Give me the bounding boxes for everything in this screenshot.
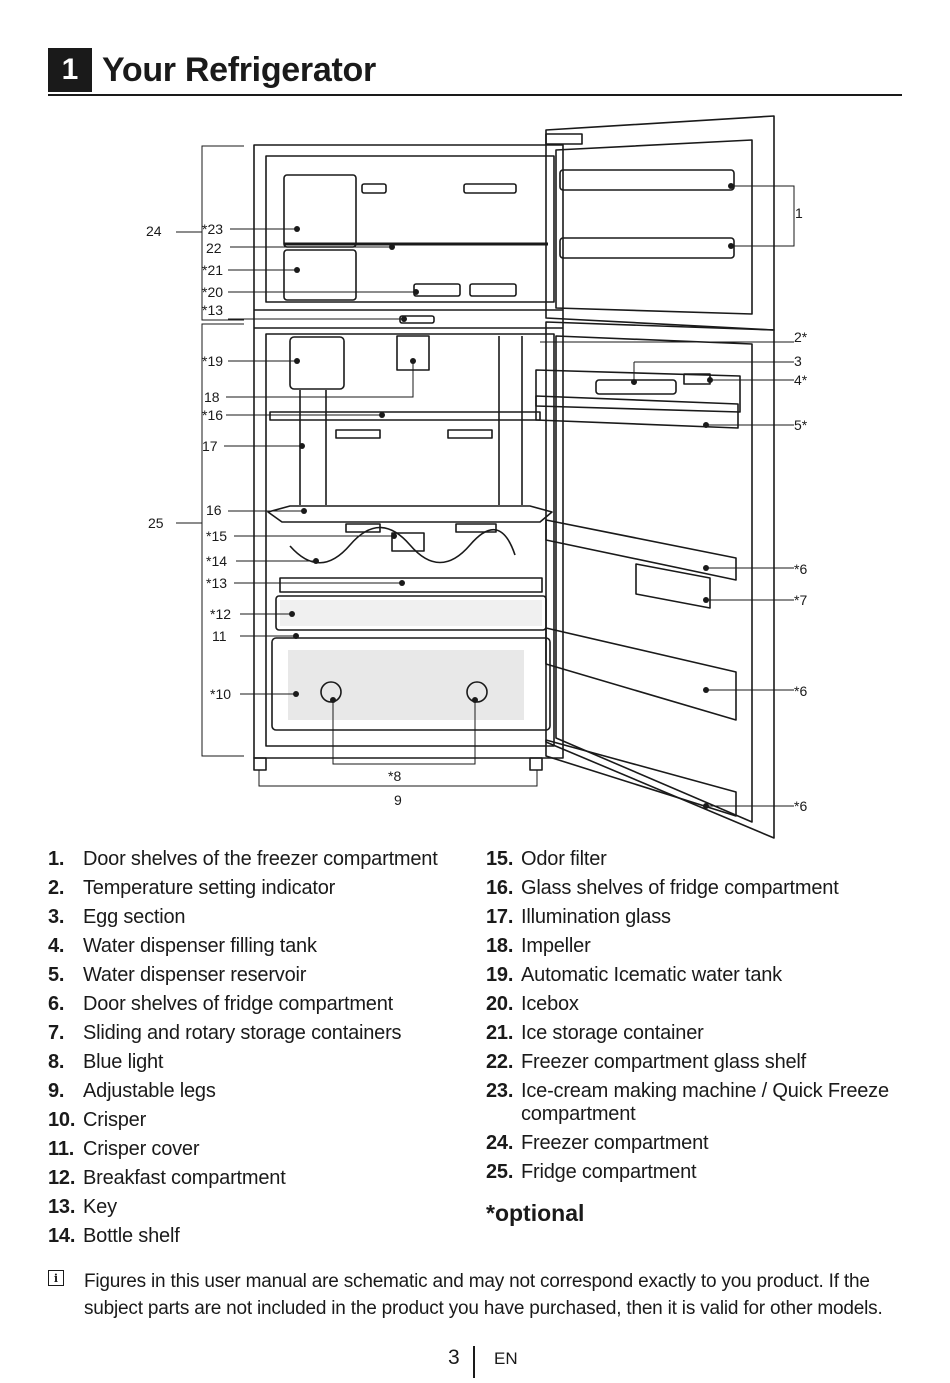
legend-item: 25.Fridge compartment [486,1161,697,1183]
language-code: EN [494,1349,518,1368]
callout-18: 18 [204,389,220,405]
parts-legend-right: 15.Odor filter 16.Glass shelves of fridg… [486,848,916,1190]
legend-item: 15.Odor filter [486,848,607,870]
legend-item: 22.Freezer compartment glass shelf [486,1051,807,1073]
legend-item: 23.Ice-cream making machine / Quick Free… [486,1080,889,1125]
info-icon: i [48,1270,64,1286]
water-reservoir [535,369,741,413]
fridge-door [545,321,775,839]
legend-item: 20.Icebox [486,993,579,1015]
legend-item: 11.Crisper cover [48,1138,200,1160]
page-number: 3 [448,1346,460,1369]
callout-3: 3 [794,353,802,369]
legend-item: 13.Key [48,1196,117,1218]
refrigerator-illustration: 24 *23 22 *21 *20 *13 *19 18 *16 17 25 1… [146,115,808,839]
legend-item: 19.Automatic Icematic water tank [486,964,782,986]
refrigerator-diagram: 24 *23 22 *21 *20 *13 *19 18 *16 17 25 1… [146,115,808,839]
callout-25: 25 [148,515,164,531]
legend-item: 16.Glass shelves of fridge compartment [486,877,839,899]
bottle-shelf-wire [289,526,516,564]
callout-16-top: *16 [202,407,223,423]
callout-24: 24 [146,223,162,239]
callout-16: 16 [206,502,222,518]
door-shelf-1 [545,519,737,581]
legend-item: 10.Crisper [48,1109,147,1131]
callout-17: 17 [202,438,218,454]
legend-item: 24.Freezer compartment [486,1132,709,1154]
door-shelf-2 [545,627,737,721]
callout-19: *19 [202,353,223,369]
cabinet-outline [253,144,564,759]
crisper-drawer [271,637,551,731]
parts-legend-left: 1.Door shelves of the freezer compartmen… [48,848,468,1254]
note-text: Figures in this user manual are schemati… [84,1271,883,1319]
legend-item: 1.Door shelves of the freezer compartmen… [48,848,438,870]
callout-10: *10 [210,686,231,702]
callout-1: 1 [795,205,803,221]
door-shelf-3 [545,739,737,817]
page-footer: 3 EN [0,1346,950,1378]
optional-note: *optional [486,1200,585,1226]
chapter-title: Your Refrigerator [102,51,376,89]
glass-shelf-top [269,411,541,421]
callout-22: 22 [206,240,222,256]
icecream-machine [283,174,357,248]
callout-13-fridge: *13 [206,575,227,591]
callout-8: *8 [388,768,401,784]
callout-20: *20 [202,284,223,300]
callout-2: 2* [794,329,808,345]
legend-item: 18.Impeller [486,935,591,957]
callout-6-bottom: *6 [794,798,807,814]
crisper-cover [279,577,543,593]
footer-divider [473,1346,475,1378]
chapter-number-badge: 1 [48,48,92,92]
callout-6-middle: *6 [794,683,807,699]
callout-5: 5* [794,417,808,433]
legend-item: 7.Sliding and rotary storage containers [48,1022,402,1044]
callout-14: *14 [206,553,227,569]
callout-4: 4* [794,372,808,388]
callout-7: *7 [794,592,807,608]
legend-item: 21.Ice storage container [486,1022,704,1044]
legend-item: 12.Breakfast compartment [48,1167,286,1189]
callout-13-freezer: *13 [202,302,223,318]
glass-shelf-middle [267,505,553,523]
legend-item: 3.Egg section [48,906,186,928]
callout-21: *21 [202,262,223,278]
legend-item: 5.Water dispenser reservoir [48,964,307,986]
callout-11: 11 [212,628,227,644]
ice-storage-container [283,249,357,301]
legend-item: 6.Door shelves of fridge compartment [48,993,394,1015]
callout-9: 9 [394,792,402,808]
icematic-water-tank [289,336,345,390]
callout-23: *23 [202,221,223,237]
callout-12: *12 [210,606,231,622]
legend-item: 4.Water dispenser filling tank [48,935,317,957]
callout-15: *15 [206,528,227,544]
chapter-header: 1 Your Refrigerator [48,46,902,96]
legend-item: 2.Temperature setting indicator [48,877,336,899]
legend-item: 9.Adjustable legs [48,1080,216,1102]
callout-6-top: *6 [794,561,807,577]
legend-item: 8.Blue light [48,1051,164,1073]
sliding-container [635,563,711,609]
legend-item: 14.Bottle shelf [48,1225,180,1247]
legend-item: 17.Illumination glass [486,906,671,928]
